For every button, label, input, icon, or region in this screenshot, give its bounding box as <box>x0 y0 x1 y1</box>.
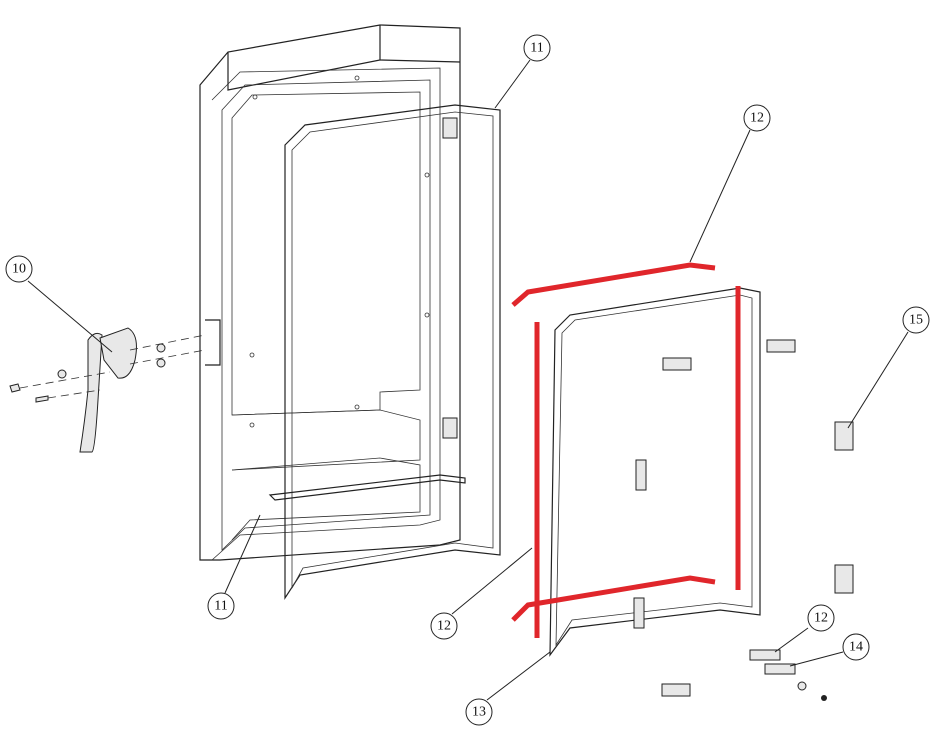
svg-text:12: 12 <box>750 111 764 126</box>
callout-13: 13 <box>465 698 493 726</box>
callout-10: 10 <box>5 255 33 283</box>
callout-12-mid: 12 <box>430 612 458 640</box>
svg-text:13: 13 <box>472 705 486 720</box>
callout-15: 15 <box>902 306 930 334</box>
callout-11-top: 11 <box>523 34 551 62</box>
svg-text:14: 14 <box>849 640 863 655</box>
svg-text:12: 12 <box>437 619 451 634</box>
handle-assembly <box>9 327 206 453</box>
callout-14: 14 <box>842 633 870 661</box>
leader-lines <box>27 59 909 701</box>
svg-text:10: 10 <box>12 262 26 277</box>
gaskets <box>511 262 741 638</box>
callout-11-bottom: 11 <box>207 592 235 620</box>
svg-text:11: 11 <box>214 599 227 614</box>
callout-12-bottom-right: 12 <box>807 604 835 632</box>
glass-panel <box>549 287 854 701</box>
svg-text:12: 12 <box>814 611 828 626</box>
svg-text:15: 15 <box>909 313 923 328</box>
callout-12-top: 12 <box>743 104 771 132</box>
door-frame <box>268 104 501 601</box>
stove-body <box>199 24 461 561</box>
svg-text:11: 11 <box>530 41 543 56</box>
